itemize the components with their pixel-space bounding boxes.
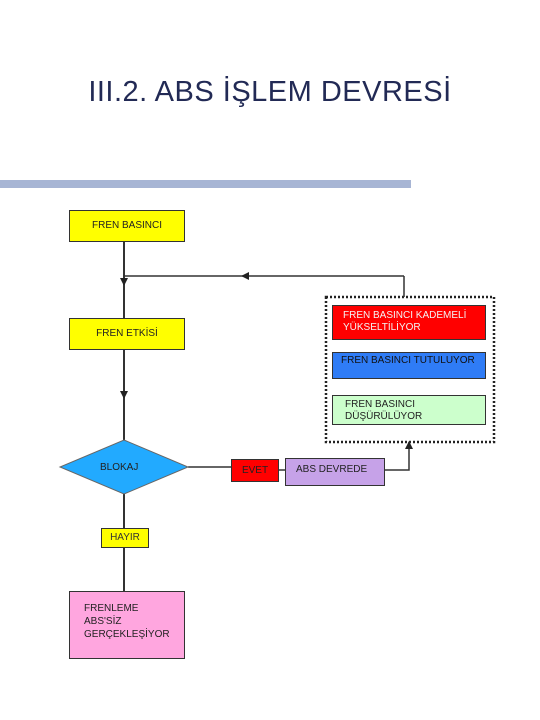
node-fren-basinci: FREN BASINCI [69, 210, 185, 242]
blokaj-decision-diamond [58, 439, 190, 495]
connector-abs-to-group [385, 441, 413, 471]
node-evet: EVET [231, 459, 279, 482]
node-blokaj-label: BLOKAJ [100, 462, 139, 473]
node-basinc-kademeli-yukseltiliyor: FREN BASINCI KADEMELİ YÜKSELTİLİYOR [332, 305, 486, 340]
node-fren-etkisi: FREN ETKİSİ [69, 318, 185, 350]
node-hayir: HAYIR [101, 528, 149, 548]
node-frenleme-abssiz: FRENLEME ABS'SİZ GERÇEKLEŞİYOR [69, 591, 185, 659]
node-basinc-tutuluyor: FREN BASINCI TUTULUYOR [332, 352, 486, 379]
node-abs-devrede: ABS DEVREDE [285, 458, 385, 486]
page-title: III.2. ABS İŞLEM DEVRESİ [88, 76, 452, 108]
title-underline [0, 180, 411, 188]
node-basinc-dusuruluyor: FREN BASINCI DÜŞÜRÜLÜYOR [332, 395, 486, 425]
